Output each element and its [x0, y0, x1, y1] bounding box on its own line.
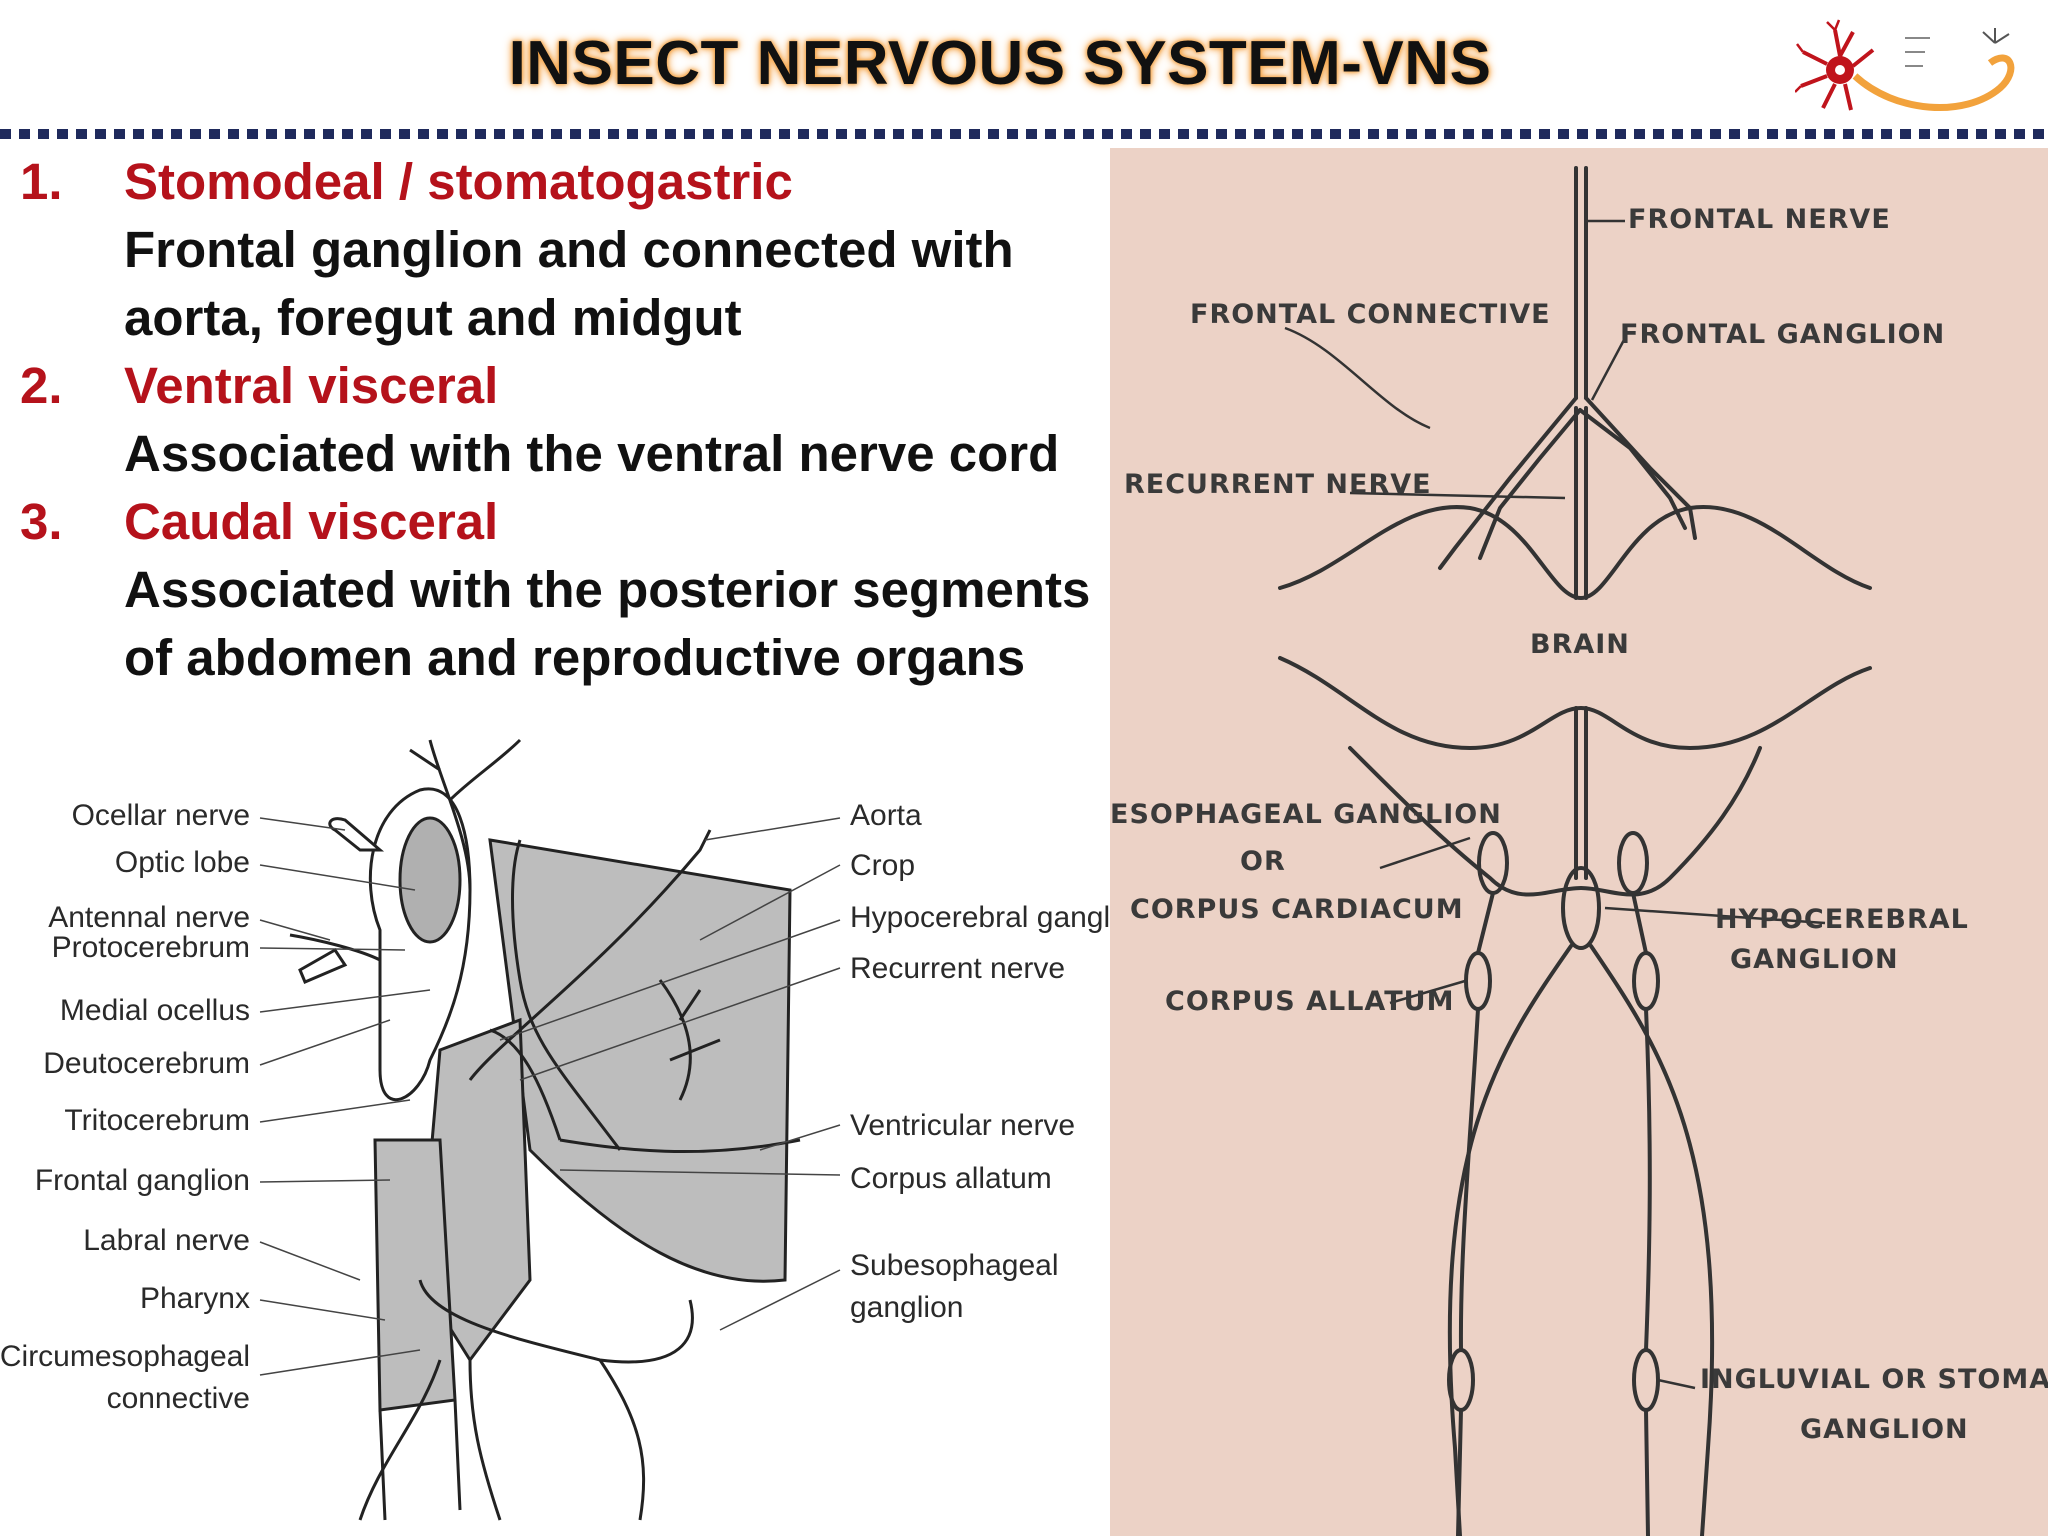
label-labral-nerve: Labral nerve [83, 1224, 250, 1257]
label-hypocerebral-ganglion: GANGLION [1730, 944, 1899, 975]
list-item: 3. Caudal visceral Associated with the p… [20, 488, 1220, 692]
label-tritocerebrum: Tritocerebrum [64, 1104, 250, 1137]
label-aorta: Aorta [850, 799, 922, 832]
label-ingluvial: INGLUVIAL OR STOMACHIC [1700, 1364, 2048, 1395]
dotted-divider [0, 129, 2048, 139]
item-number: 2. [20, 357, 63, 414]
item-line: aorta, foregut and midgut [124, 289, 742, 346]
label-esophageal-ganglion: ESOPHAGEAL GANGLION [1110, 799, 1502, 830]
label-frontal-nerve: FRONTAL NERVE [1628, 204, 1891, 235]
label-hypocerebral-ganglion-left: Hypocerebral ganglion [850, 901, 1110, 934]
item-number: 3. [20, 493, 63, 550]
label-frontal-ganglion-left: Frontal ganglion [35, 1164, 250, 1197]
label-deutocerebrum: Deutocerebrum [43, 1047, 250, 1080]
label-hypocerebral: HYPOCEREBRAL [1715, 904, 1969, 935]
label-connective: connective [107, 1382, 250, 1415]
item-line: of abdomen and reproductive organs [124, 629, 1026, 686]
label-subesophageal: Subesophageal [850, 1249, 1059, 1282]
label-protocerebrum: Protocerebrum [52, 931, 250, 964]
item-line: Frontal ganglion and connected with [124, 221, 1014, 278]
label-frontal-ganglion: FRONTAL GANGLION [1620, 319, 1945, 350]
label-corpus-allatum: CORPUS ALLATUM [1165, 986, 1454, 1017]
item-line: Associated with the ventral nerve cord [124, 425, 1060, 482]
right-diagram-panel: FRONTAL NERVE FRONTAL CONNECTIVE FRONTAL… [1110, 148, 2048, 1536]
item-heading: Ventral visceral [124, 357, 499, 414]
label-corpus-allatum-left: Corpus allatum [850, 1162, 1052, 1195]
visceral-system-list: 1. Stomodeal / stomatogastric Frontal ga… [20, 148, 1220, 692]
item-heading: Stomodeal / stomatogastric [124, 153, 793, 210]
label-recurrent-nerve-left: Recurrent nerve [850, 952, 1065, 985]
list-item: 1. Stomodeal / stomatogastric Frontal ga… [20, 148, 1220, 352]
list-item: 2. Ventral visceral Associated with the … [20, 352, 1220, 488]
label-stomachic-ganglion: GANGLION [1800, 1414, 1969, 1445]
label-antennal-nerve: Antennal nerve [48, 901, 250, 934]
label-medial-ocellus: Medial ocellus [60, 994, 250, 1027]
label-or: OR [1240, 846, 1286, 877]
item-line: Associated with the posterior segments [124, 561, 1091, 618]
nerve-system-line-diagram: FRONTAL NERVE FRONTAL CONNECTIVE FRONTAL… [1110, 166, 2048, 1536]
label-recurrent-nerve: RECURRENT NERVE [1124, 469, 1432, 500]
slide-title: INSECT NERVOUS SYSTEM-VNS [508, 29, 1492, 98]
neuron-logo-icon [1795, 19, 2015, 112]
label-ventricular-nerve: Ventricular nerve [850, 1109, 1075, 1142]
label-pharynx: Pharynx [140, 1282, 250, 1315]
label-ocellar-nerve: Ocellar nerve [72, 799, 250, 832]
label-subesophageal-ganglion: ganglion [850, 1291, 963, 1324]
label-optic-lobe: Optic lobe [115, 846, 250, 879]
label-corpus-cardiacum: CORPUS CARDIACUM [1130, 894, 1464, 925]
item-number: 1. [20, 153, 63, 210]
label-circumesophageal: Circumesophageal [0, 1340, 250, 1373]
insect-head-anatomy-diagram: Ocellar nerve Optic lobe Antennal nerve … [0, 738, 1110, 1521]
label-brain: BRAIN [1530, 629, 1630, 660]
label-frontal-connective: FRONTAL CONNECTIVE [1190, 299, 1551, 330]
item-heading: Caudal visceral [124, 493, 499, 550]
label-crop: Crop [850, 849, 915, 882]
